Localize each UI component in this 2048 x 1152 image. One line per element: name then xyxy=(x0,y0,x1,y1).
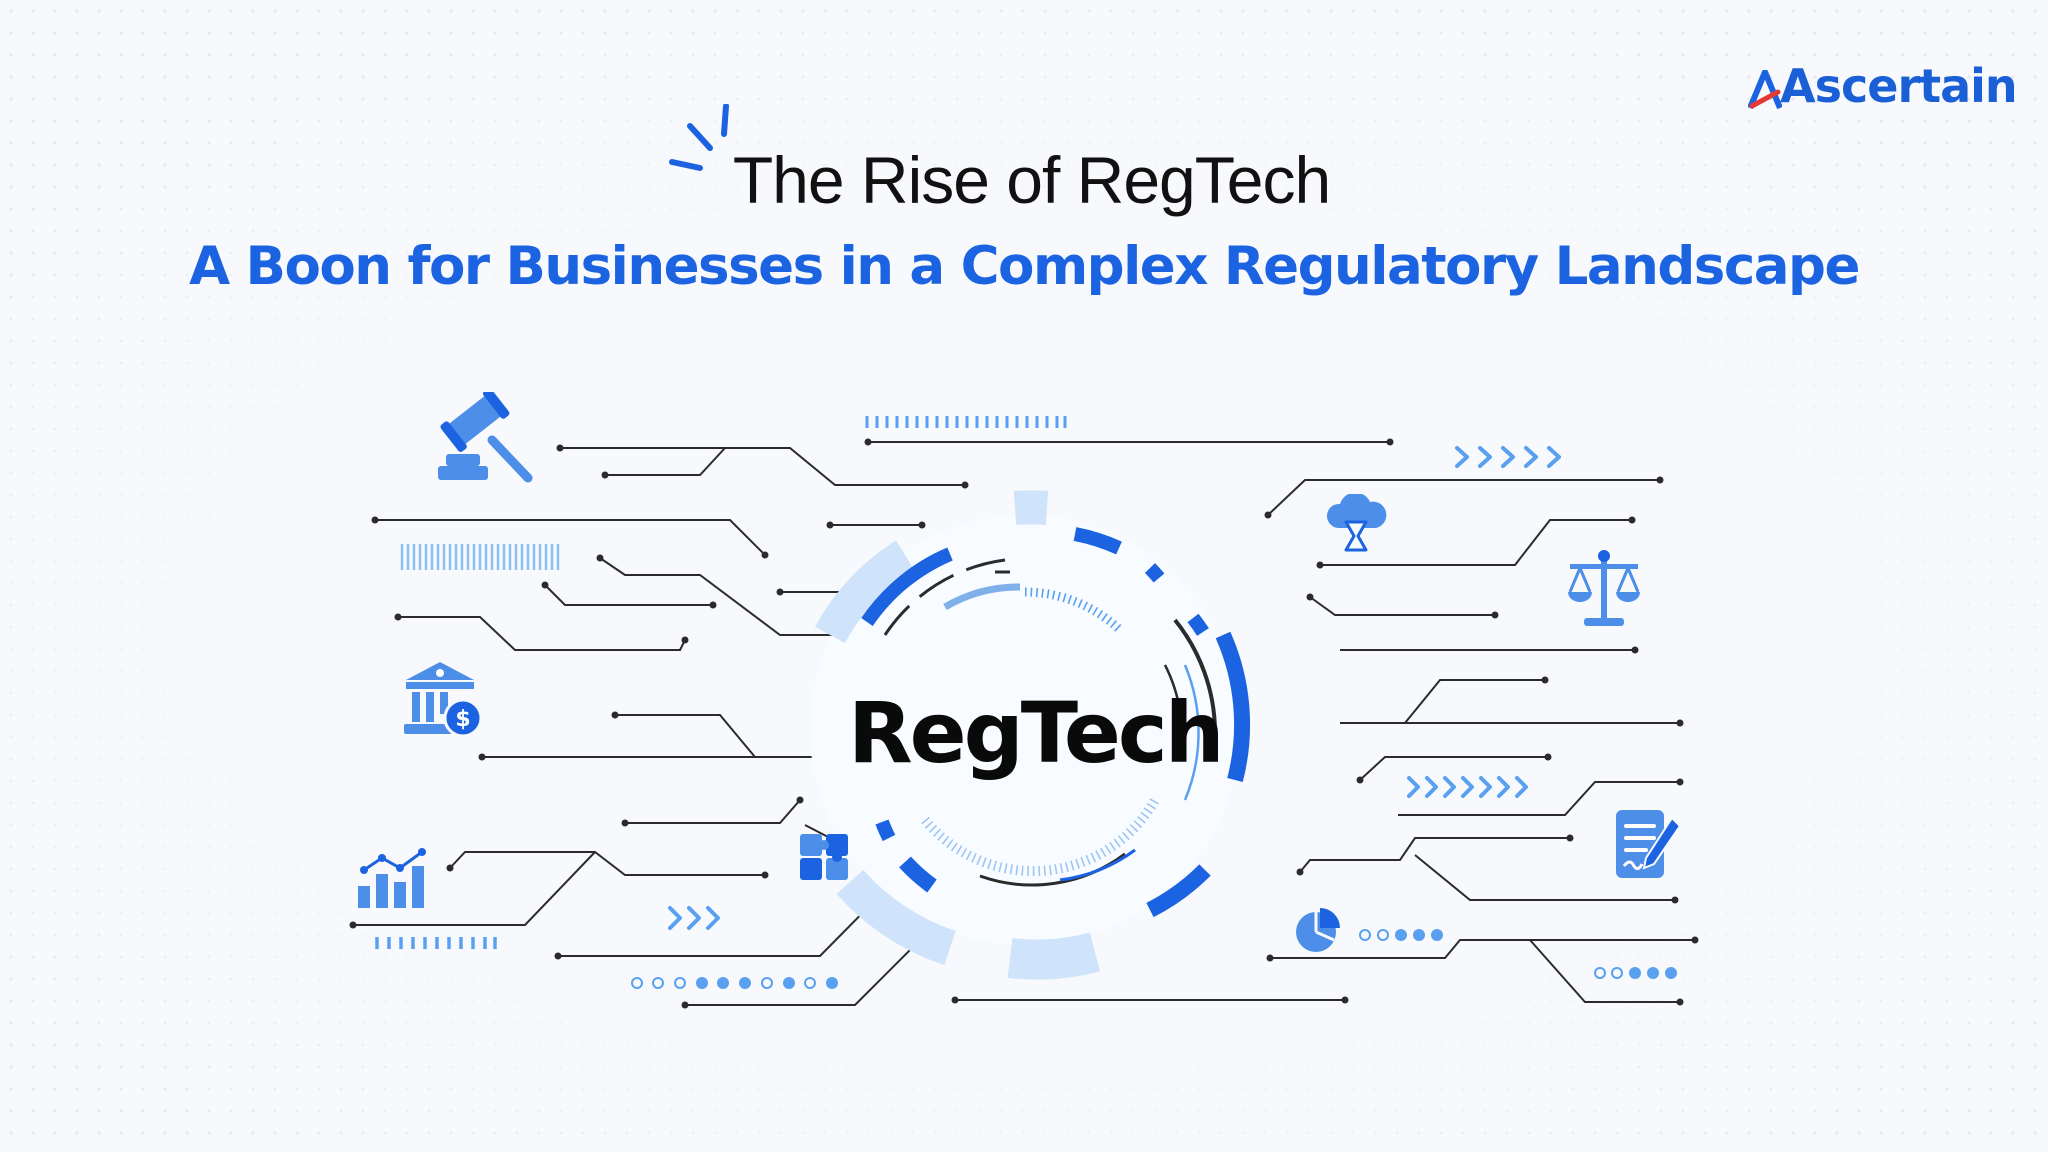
page-subtitle: A Boon for Businesses in a Complex Regul… xyxy=(189,236,1860,297)
puzzle-icon xyxy=(800,834,848,880)
pie-chart-icon xyxy=(1296,908,1340,952)
gavel-icon xyxy=(438,392,533,483)
svg-text:$: $ xyxy=(455,707,470,732)
sparkle-icon xyxy=(669,104,729,171)
page-title: The Rise of RegTech xyxy=(732,143,1331,217)
logo-mark-icon xyxy=(1748,70,1782,110)
scales-icon xyxy=(1568,550,1640,626)
center-label: RegTech xyxy=(848,684,1225,782)
document-pen-icon xyxy=(1616,810,1682,878)
bar-chart-icon xyxy=(358,848,426,908)
bank-dollar-icon: $ xyxy=(404,662,483,738)
brand-logo: Ascertain xyxy=(1748,59,2018,120)
brand-name: Ascertain xyxy=(1780,59,2018,113)
cloud-hourglass-icon xyxy=(1327,494,1387,552)
